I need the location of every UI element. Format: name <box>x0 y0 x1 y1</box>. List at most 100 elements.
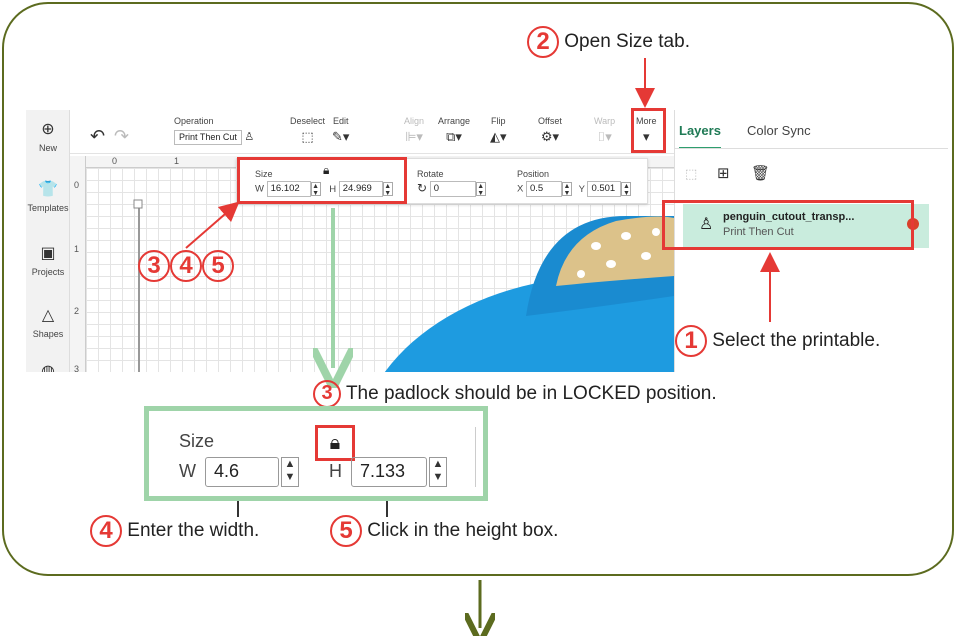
width-field[interactable]: 16.102 <box>266 181 311 197</box>
y-label: Y <box>578 183 585 195</box>
step1-text: Select the printable. <box>712 330 881 352</box>
rotate-stepper[interactable]: ▲▼ <box>475 182 486 198</box>
size-toolbar: Size 🔒︎ W 16.102▲▼ H 24.969▲▼ Rotate ↻ 0… <box>236 158 648 204</box>
edit-button[interactable]: Edit ✎▾ <box>332 116 349 145</box>
layer-item-penguin[interactable]: ♙ penguin_cutout_transp... Print Then Cu… <box>683 204 929 248</box>
operation-select[interactable]: Print Then Cut <box>174 130 242 146</box>
more-button[interactable]: More ▾ <box>636 116 657 145</box>
step4-badge: 4 <box>90 515 122 547</box>
penguin-icon: ♙ <box>699 216 714 233</box>
position-label: Position <box>517 169 550 179</box>
vertical-ruler: 0 1 2 3 <box>70 156 86 372</box>
rotate-icon: ↻ <box>417 181 428 195</box>
offset-icon: ⚙▾ <box>540 129 560 144</box>
height-stepper[interactable]: ▲▼ <box>382 182 393 197</box>
penguin-icon: ♙ <box>244 131 255 143</box>
ruler-tick-label: 1 <box>74 244 80 254</box>
ruler-tick-label: 0 <box>74 180 80 190</box>
top-toolbar: ↶ ↷ Operation Print Then Cut ♙ Deselect … <box>70 110 674 154</box>
globe-icon: ◍ <box>41 363 55 372</box>
chevron-down-icon: ▾ <box>642 129 650 144</box>
align-button[interactable]: Align ⊫▾ <box>404 116 424 145</box>
layer-subtitle: Print Then Cut <box>723 226 794 238</box>
warp-icon: ⌷▾ <box>597 129 612 144</box>
zoomed-size-panel: Size 🔒︎ W 4.6 ▲▼ H 7.133 ▲▼ <box>144 406 488 501</box>
y-stepper[interactable]: ▲▼ <box>621 182 632 197</box>
zoom-padlock-icon[interactable]: 🔒︎ <box>315 425 355 461</box>
layer-highlight-box <box>662 200 914 250</box>
flip-label: Flip <box>491 116 506 126</box>
step4-badge: 4 <box>170 250 202 282</box>
projects-icon: ▣ <box>40 245 56 262</box>
sidebar-item-label: New <box>38 143 57 153</box>
width-stepper[interactable]: ▲▼ <box>310 182 321 197</box>
flip-button[interactable]: Flip ◭▾ <box>490 116 507 145</box>
deselect-button[interactable]: Deselect ⬚ <box>290 116 325 145</box>
sidebar-item-new[interactable]: ⊕ New <box>26 120 70 153</box>
operation-label: Operation <box>174 116 214 126</box>
step4-text: Enter the width. <box>127 520 260 542</box>
shapes-icon: △ <box>41 307 55 324</box>
warp-label: Warp <box>594 116 616 126</box>
sidebar-item-more[interactable]: ◍ <box>26 362 70 372</box>
padlock-icon[interactable]: 🔒︎ <box>323 163 330 177</box>
size-label: Size <box>255 169 273 179</box>
arrange-label: Arrange <box>438 116 471 126</box>
size-highlight-box <box>237 157 407 204</box>
step1-badge: 1 <box>675 325 707 357</box>
sidebar-item-shapes[interactable]: △ Shapes <box>26 306 70 339</box>
sidebar-item-label: Projects <box>31 267 65 277</box>
layer-name: penguin_cutout_transp... <box>723 211 855 223</box>
zoom-width-field[interactable]: 4.6 <box>205 457 279 487</box>
more-label: More <box>636 116 657 126</box>
zoom-size-label: Size <box>179 431 215 451</box>
sidebar-item-projects[interactable]: ▣ Projects <box>26 244 70 277</box>
step3-badge: 3 <box>313 380 341 408</box>
sidebar-item-templates[interactable]: 👕 Templates <box>26 180 70 213</box>
tab-layers[interactable]: Layers <box>679 123 721 149</box>
pencil-icon: ✎▾ <box>332 129 350 144</box>
step5-badge: 5 <box>202 250 234 282</box>
trash-icon[interactable]: 🗑︎ <box>751 165 771 182</box>
sidebar-item-label: Shapes <box>32 329 64 339</box>
group-icon[interactable]: ⬚ <box>685 166 698 181</box>
zoom-height-stepper[interactable]: ▲▼ <box>429 457 447 487</box>
selection-handle[interactable] <box>133 199 143 209</box>
zoom-height-field[interactable]: 7.133 <box>351 457 427 487</box>
tshirt-icon: 👕 <box>38 181 58 198</box>
rotate-field[interactable]: 0 <box>429 181 476 198</box>
height-label: H <box>329 183 337 195</box>
x-stepper[interactable]: ▲▼ <box>561 182 572 197</box>
x-field[interactable]: 0.5 <box>525 181 562 197</box>
height-field[interactable]: 24.969 <box>338 181 383 197</box>
tab-color-sync[interactable]: Color Sync <box>747 123 811 138</box>
duplicate-icon[interactable]: ⊞ <box>717 165 730 182</box>
y-field[interactable]: 0.501 <box>587 181 622 197</box>
step3-text: The padlock should be in LOCKED position… <box>345 383 717 405</box>
more-highlight-box <box>631 108 666 153</box>
step5-badge: 5 <box>330 515 362 547</box>
sidebar-item-label: Templates <box>27 203 69 213</box>
step5-annotation: 5 Click in the height box. <box>330 515 558 547</box>
arrange-button[interactable]: Arrange ⧉▾ <box>438 116 470 145</box>
warp-button[interactable]: Warp ⌷▾ <box>594 116 615 145</box>
step3-annotation: 3 The padlock should be in LOCKED positi… <box>313 380 717 408</box>
deselect-label: Deselect <box>290 116 326 126</box>
ruler-tick-label: 0 <box>112 156 118 166</box>
redo-icon[interactable]: ↷ <box>114 126 130 146</box>
ruler-tick-label: 1 <box>174 156 180 166</box>
zoom-width-label: W <box>179 461 196 481</box>
offset-label: Offset <box>538 116 562 126</box>
flip-icon: ◭▾ <box>490 129 507 144</box>
layers-panel: Layers Color Sync ⬚ ⊞ 🗑︎ ♙ penguin_cutou… <box>674 110 948 372</box>
plus-circle-icon: ⊕ <box>41 121 55 138</box>
rotate-label: Rotate <box>417 169 444 179</box>
ruler-tick-label: 2 <box>74 306 80 316</box>
operation-control[interactable]: Operation Print Then Cut ♙ <box>174 116 255 146</box>
step3-badge: 3 <box>138 250 170 282</box>
align-icon: ⊫▾ <box>405 129 423 144</box>
offset-button[interactable]: Offset ⚙▾ <box>538 116 562 145</box>
zoom-width-stepper[interactable]: ▲▼ <box>281 457 299 487</box>
undo-icon[interactable]: ↶ <box>90 126 106 146</box>
